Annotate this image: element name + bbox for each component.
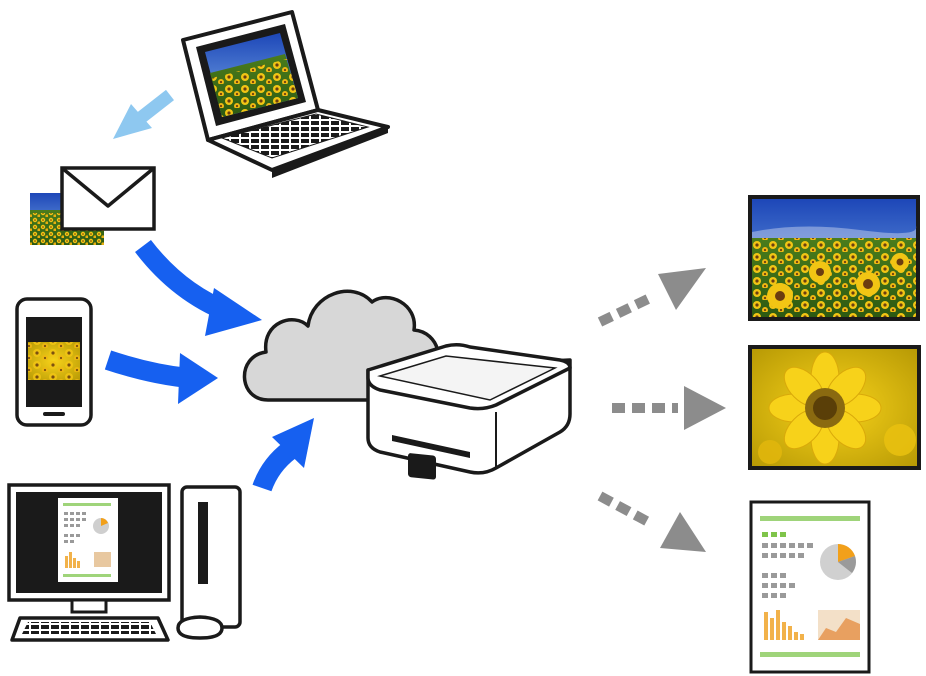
arrow-desktop-to-cloud [252,418,314,492]
laptop-screen-photo [205,33,298,117]
printer-paper-slot [392,435,470,458]
arrow-printer-to-document [597,491,706,552]
monitor-document-preview [58,498,118,582]
document-page-icon [749,500,871,674]
arrow-phone-to-cloud [104,350,218,404]
arrow-printer-to-closeup-photo [612,386,726,430]
document-pie-chart [820,543,856,580]
smartphone-icon [15,297,93,427]
printer-control-panel [408,453,436,480]
laptop-icon [181,10,390,178]
printer-icon [366,342,572,480]
arrow-email-to-cloud [135,239,262,336]
arrow-laptop-to-email [113,89,175,139]
document-bar-chart [764,610,804,640]
sunflower-closeup-photo [748,345,921,470]
arrow-printer-to-landscape-photo [597,268,706,327]
email-icon [30,166,156,245]
desktop-computer-icon [7,483,242,642]
sunflower-field-photo [748,195,920,321]
smartphone-screen-photo [28,342,80,380]
document-area-chart [818,610,860,640]
